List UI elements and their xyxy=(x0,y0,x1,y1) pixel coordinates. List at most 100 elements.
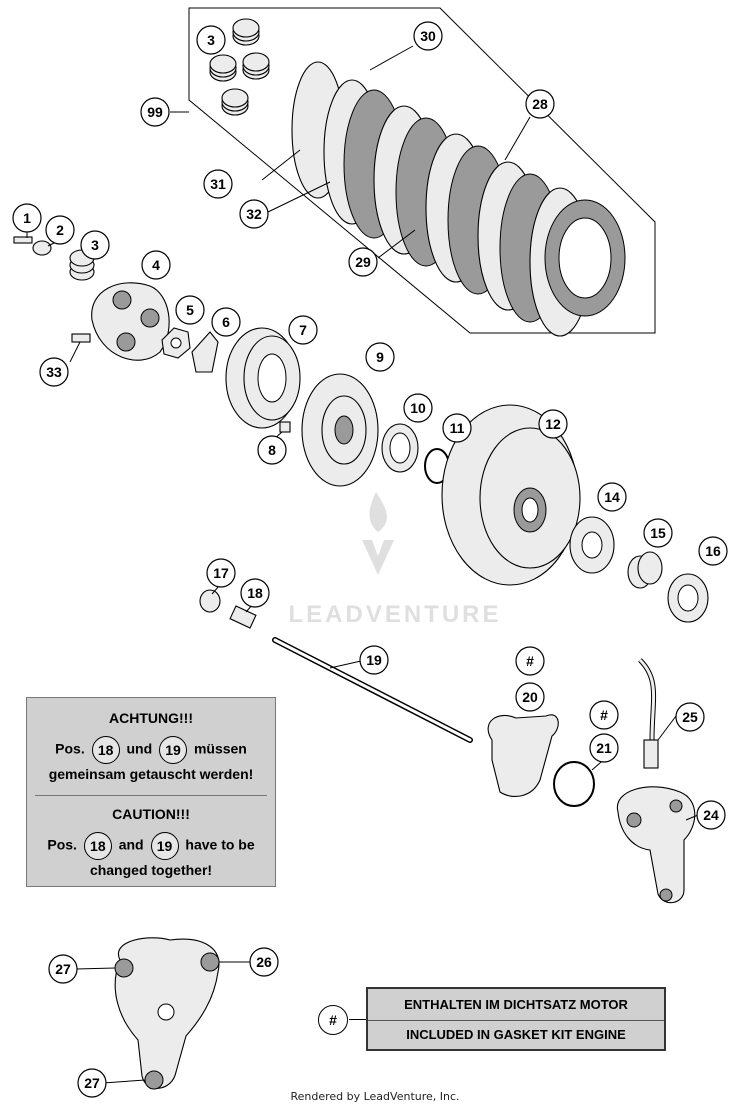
callout-label: 1 xyxy=(23,210,31,226)
callout-7: 7 xyxy=(288,315,318,345)
callout-label: 27 xyxy=(84,1075,100,1091)
callout-label: 32 xyxy=(246,206,262,222)
o-ring xyxy=(553,761,595,807)
slave-cylinder-gasket xyxy=(487,714,559,798)
callout-8: 8 xyxy=(257,435,287,465)
note-en-ref-18: 18 xyxy=(83,832,112,860)
clutch-slave-cylinder xyxy=(616,786,696,904)
callout-label: 8 xyxy=(268,442,276,458)
callout-15: 15 xyxy=(643,518,673,548)
note-de-line2: gemeinsam getauscht werden! xyxy=(48,766,254,782)
note-de-mussen: müssen xyxy=(193,740,247,757)
callout-3: 3 xyxy=(196,25,226,55)
callout-label: 19 xyxy=(366,652,382,668)
callout-14: 14 xyxy=(597,482,627,512)
callout-hash: # xyxy=(589,700,619,730)
note-en-have-to-be: have to be xyxy=(185,836,255,853)
note-en-title: CAUTION!!! xyxy=(112,806,190,822)
callout-32: 32 xyxy=(239,199,269,229)
note-de-und: und xyxy=(126,740,153,757)
callout-2: 2 xyxy=(45,215,75,245)
callout-5: 5 xyxy=(175,295,205,325)
callout-20: 20 xyxy=(515,682,545,712)
note-en-ref-19: 19 xyxy=(150,832,179,860)
callout-11: 11 xyxy=(442,413,472,443)
callout-label: # xyxy=(600,707,608,723)
nut-and-lock-washer xyxy=(161,327,219,373)
callout-12: 12 xyxy=(538,409,568,439)
callout-30: 30 xyxy=(413,21,443,51)
callout-99: 99 xyxy=(140,97,170,127)
callout-label: 27 xyxy=(55,961,71,977)
footer-credit: Rendered by LeadVenture, Inc. xyxy=(290,1090,460,1103)
gasket-kit-leader xyxy=(349,1019,366,1020)
note-en-pos: Pos. xyxy=(47,836,77,853)
callout-label: # xyxy=(526,653,534,669)
note-de-title: ACHTUNG!!! xyxy=(109,710,193,726)
note-en-line1: Pos. 18 and 19 have to be xyxy=(27,832,275,860)
callout-label: 12 xyxy=(545,416,561,432)
gasket-legend-de: ENTHALTEN IM DICHTSATZ MOTOR xyxy=(368,989,664,1021)
callout-label: 33 xyxy=(46,364,62,380)
callout-16: 16 xyxy=(698,536,728,566)
callout-24: 24 xyxy=(696,800,726,830)
gasket-kit-legend: ENTHALTEN IM DICHTSATZ MOTOR INCLUDED IN… xyxy=(366,987,666,1051)
callout-9: 9 xyxy=(365,342,395,372)
needle-bearing xyxy=(627,551,663,589)
callout-label: 24 xyxy=(703,807,719,823)
warning-note: ACHTUNG!!! Pos. 18 und 19 müssen gemeins… xyxy=(26,697,276,887)
watermark-text: LEADVENTURE xyxy=(288,601,501,628)
callout-label: 29 xyxy=(355,254,371,270)
note-ref-19: 19 xyxy=(159,736,188,764)
callout-label: 25 xyxy=(682,709,698,725)
pressure-plate xyxy=(71,282,170,361)
callout-31: 31 xyxy=(203,169,233,199)
callout-label: 3 xyxy=(207,32,215,48)
callout-label: 18 xyxy=(247,585,263,601)
watermark-logo: LEADVENTURE xyxy=(288,492,501,628)
pressure-disc xyxy=(301,373,379,487)
note-ref-18: 18 xyxy=(91,736,120,764)
callout-label: 30 xyxy=(420,28,436,44)
callout-21: 21 xyxy=(589,733,619,763)
callout-label: 5 xyxy=(186,302,194,318)
callout-label: 6 xyxy=(222,314,230,330)
note-en-and: and xyxy=(118,836,144,853)
callout-label: 2 xyxy=(56,222,64,238)
callout-label: 28 xyxy=(532,96,548,112)
callout-4: 4 xyxy=(141,250,171,280)
callout-33: 33 xyxy=(39,357,69,387)
clutch-basket xyxy=(441,404,581,586)
inner-clutch-hub xyxy=(225,327,301,433)
callout-18: 18 xyxy=(240,578,270,608)
clutch-springs xyxy=(209,18,270,116)
callout-label: 3 xyxy=(91,237,99,253)
gasket-legend-en: INCLUDED IN GASKET KIT ENGINE xyxy=(406,1027,626,1042)
callout-label: 9 xyxy=(376,349,384,365)
callout-label: 7 xyxy=(299,322,307,338)
note-en-line2: changed together! xyxy=(89,862,213,878)
callout-label: 4 xyxy=(152,257,160,273)
callout-6: 6 xyxy=(211,307,241,337)
callout-label: 10 xyxy=(410,400,426,416)
callout-label: 31 xyxy=(210,176,226,192)
bolt-washer-spring xyxy=(13,236,95,281)
callout-19: 19 xyxy=(359,645,389,675)
callout-label: 17 xyxy=(213,565,229,581)
callout-25: 25 xyxy=(675,702,705,732)
callout-29: 29 xyxy=(348,247,378,277)
callout-label: 16 xyxy=(705,543,721,559)
callout-label: 20 xyxy=(522,689,538,705)
callout-17: 17 xyxy=(206,558,236,588)
callout-10: 10 xyxy=(403,393,433,423)
callout-3: 3 xyxy=(80,230,110,260)
callout-hash: # xyxy=(515,646,545,676)
callout-label: 15 xyxy=(650,525,666,541)
callout-26: 26 xyxy=(249,947,279,977)
callout-label: 11 xyxy=(450,420,465,436)
callout-label: 99 xyxy=(147,104,163,120)
callout-label: 26 xyxy=(256,954,272,970)
callout-label: 21 xyxy=(596,740,612,756)
